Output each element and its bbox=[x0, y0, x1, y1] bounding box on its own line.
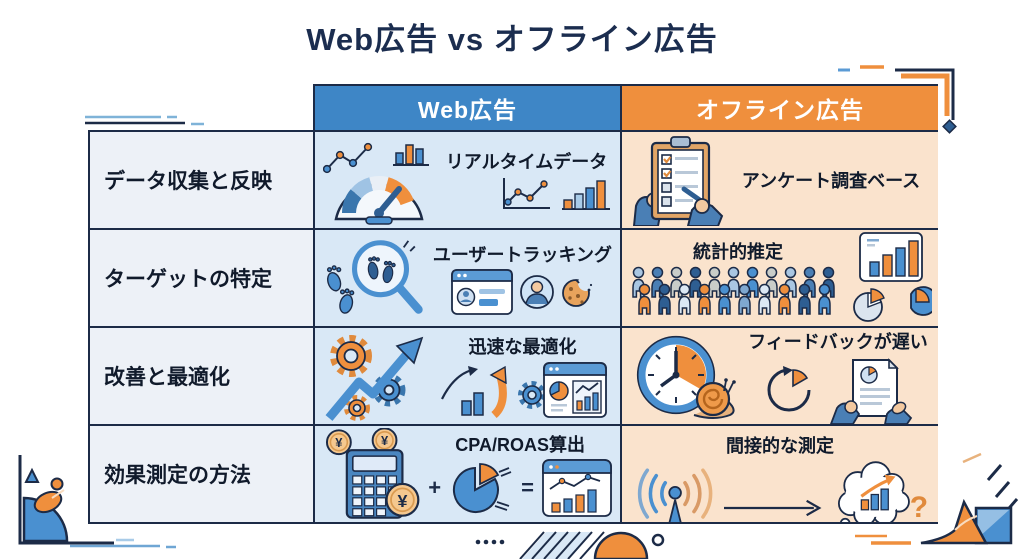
offline-caption-statistics: 統計的推定 bbox=[693, 242, 783, 262]
offline-caption-feedback: フィードバックが遅い bbox=[748, 332, 928, 352]
row-label-data-collection: データ収集と反映 bbox=[88, 130, 313, 228]
analytics-dashboard-icon bbox=[542, 459, 612, 517]
calculator-yen-icon: ¥ ¥ ¥ bbox=[325, 428, 420, 519]
bar-chart-card-icon bbox=[859, 232, 923, 282]
cookie-icon bbox=[562, 276, 594, 307]
gears-growth-arrow-icon bbox=[325, 335, 424, 421]
line-chart-icon bbox=[503, 178, 550, 209]
browser-profile-icon bbox=[451, 269, 514, 315]
footprints-magnifier-icon bbox=[326, 240, 423, 314]
report-review-hands-icon bbox=[830, 358, 913, 424]
question-mark-icon: ? bbox=[909, 491, 929, 523]
svg-text:¥: ¥ bbox=[381, 433, 389, 448]
plus-sign: + bbox=[428, 475, 442, 500]
cell-offline-survey: アンケート調査ベース bbox=[620, 130, 938, 228]
table-corner-spacer bbox=[88, 84, 313, 130]
cell-offline-statistics: 統計的推定 bbox=[620, 228, 938, 326]
row-label-targeting: ターゲットの特定 bbox=[88, 228, 313, 326]
web-caption-cpa-roas: CPA/ROAS算出 bbox=[455, 435, 585, 455]
row-label-measurement: 効果測定の方法 bbox=[88, 424, 313, 522]
web-caption-tracking: ユーザートラッキング bbox=[432, 245, 612, 265]
crowd-icon bbox=[632, 266, 835, 315]
pie-chart-icon bbox=[453, 463, 512, 513]
pie-chart-icon bbox=[853, 288, 885, 322]
svg-text:¥: ¥ bbox=[335, 435, 343, 450]
refresh-pie-icon bbox=[767, 366, 811, 412]
cell-web-fast-optimization: 迅速な最適化 bbox=[313, 326, 620, 424]
cell-offline-slow-feedback: フィードバックが遅い bbox=[620, 326, 938, 424]
cell-offline-indirect: 間接的な測定 bbox=[620, 424, 938, 522]
cell-web-realtime-data: リアルタイムデータ bbox=[313, 130, 620, 228]
user-avatar-icon bbox=[520, 275, 555, 309]
gear-dashboard-icon bbox=[517, 362, 607, 418]
svg-text:¥: ¥ bbox=[397, 491, 407, 511]
cell-web-user-tracking: ユーザートラッキング bbox=[313, 228, 620, 326]
speedometer-gauge-icon bbox=[323, 142, 429, 225]
broadcast-antenna-icon bbox=[637, 468, 713, 522]
offline-caption-survey: アンケート調査ベース bbox=[741, 171, 921, 191]
cell-web-cpa-roas: ¥ ¥ ¥ bbox=[313, 424, 620, 522]
web-caption-realtime: リアルタイムデータ bbox=[445, 152, 608, 172]
clock-snail-icon bbox=[636, 335, 736, 419]
survey-clipboard-hands-icon bbox=[632, 136, 724, 226]
equals-sign: = bbox=[521, 475, 534, 500]
page-title: Web広告 vs オフライン広告 bbox=[306, 22, 718, 57]
bar-growth-arrows-icon bbox=[440, 365, 507, 419]
bar-chart-icon bbox=[562, 180, 610, 210]
offline-caption-indirect: 間接的な測定 bbox=[726, 436, 834, 456]
comparison-table: Web広告 オフライン広告 データ収集と反映 bbox=[88, 84, 938, 524]
column-header-offline: オフライン広告 bbox=[620, 84, 938, 130]
arrow-right-icon bbox=[724, 499, 822, 517]
pie-chart-icon bbox=[910, 286, 932, 316]
web-caption-optimization: 迅速な最適化 bbox=[468, 337, 577, 357]
column-header-web: Web広告 bbox=[313, 84, 620, 130]
bottom-center-decoration bbox=[475, 531, 665, 559]
row-label-optimization: 改善と最適化 bbox=[88, 326, 313, 424]
thought-bubble-chart-icon bbox=[838, 461, 910, 522]
